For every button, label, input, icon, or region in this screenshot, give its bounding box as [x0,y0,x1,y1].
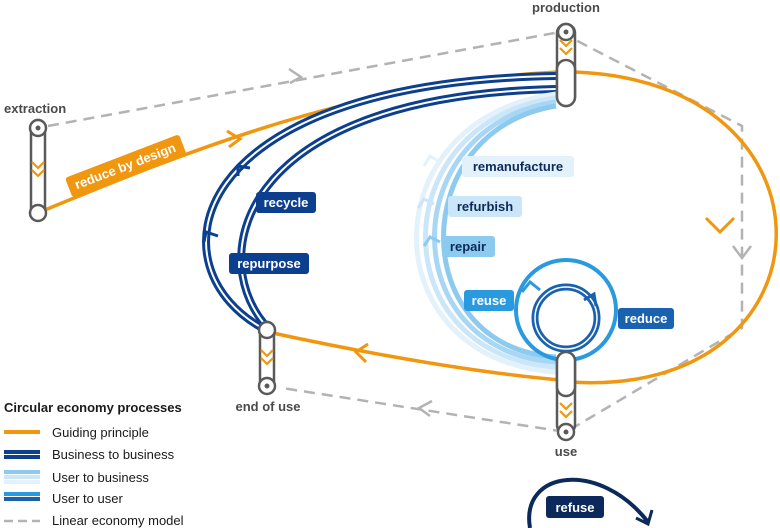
production-label: production [532,0,600,15]
flow-chevrons-icon [260,349,274,366]
user-to-user-loops [514,258,618,362]
recycle-arrow [236,164,251,176]
refurbish-arrow [416,197,435,209]
reuse-arrow [520,279,541,293]
extraction-label: extraction [4,101,66,116]
linear-arrow-2 [732,245,752,261]
repair-text: repair [450,239,486,254]
tag-repurpose: repurpose [229,253,309,274]
refuse-arc [527,477,654,528]
legend-item-user-to-business: User to business [4,470,149,485]
flow-chevrons-icon [559,39,573,56]
legend-item-linear-economy: Linear economy model [4,513,184,528]
legend-label: User to user [52,491,123,506]
refuse-arrow [635,509,654,527]
tag-remanufacture: remanufacture [462,156,574,177]
linear-economy-path [47,30,752,434]
node-end-of-use [257,320,277,396]
reduce-arrow [583,291,598,307]
tag-reuse: reuse [464,290,514,311]
reuse-text: reuse [472,293,507,308]
legend-label: User to business [52,470,149,485]
repurpose-text: repurpose [237,256,301,271]
legend-title: Circular economy processes [4,400,182,415]
remanufacture-text: remanufacture [473,159,563,174]
reduce-text: reduce [625,311,668,326]
legend: Circular economy processes Guiding princ… [4,400,184,528]
refuse-text: refuse [555,500,594,515]
tag-refurbish: refurbish [448,196,522,217]
recycle-text: recycle [264,195,309,210]
legend-item-user-to-user: User to user [4,491,123,506]
repair-arrow [422,235,441,247]
linear-arrow-3 [416,399,433,418]
tag-refuse: refuse [546,496,604,518]
flow-chevrons-icon [559,402,573,419]
orange-arrow-bottom [353,342,369,364]
user-to-business-loops [414,91,557,375]
guiding-principle-loop [39,70,778,385]
end-of-use-label: end of use [235,399,300,414]
tag-repair: repair [442,236,495,257]
tag-reduce: reduce [618,308,674,329]
use-label: use [555,444,577,459]
legend-item-guiding-principle: Guiding principle [4,425,149,440]
repurpose-arrow [202,230,219,243]
orange-arrow-right [704,216,736,235]
tag-reduce-by-design: reduce by design [65,135,186,197]
legend-item-business-to-business: Business to business [4,447,175,462]
tag-recycle: recycle [256,192,316,213]
legend-label: Guiding principle [52,425,149,440]
node-extraction [28,118,48,223]
refurbish-text: refurbish [457,199,513,214]
legend-label: Business to business [52,447,175,462]
flow-chevrons-icon [31,161,45,178]
reduce-by-design-text: reduce by design [73,140,178,192]
remanufacture-arrow [422,153,441,167]
business-to-business-loop [202,72,557,334]
legend-label: Linear economy model [52,513,184,528]
linear-arrow-1 [288,67,304,85]
node-use [555,350,577,442]
orange-arrow-top [226,129,243,149]
node-production [555,22,577,108]
